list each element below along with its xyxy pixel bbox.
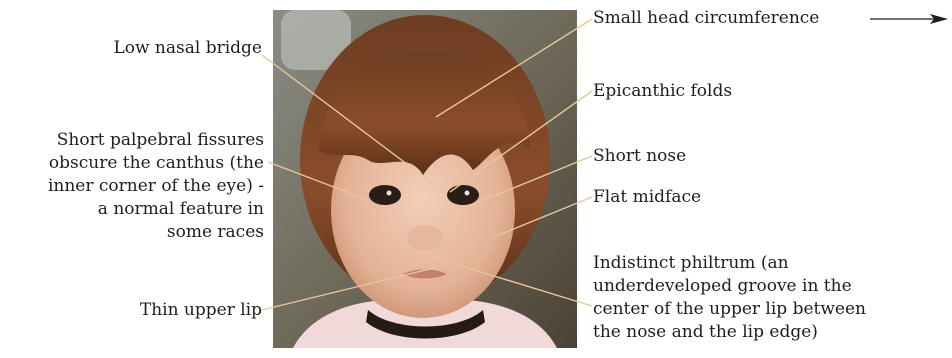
philtrum-line-3: center of the upper lip between — [593, 298, 866, 321]
label-thin-upper-lip: Thin upper lip — [140, 299, 262, 322]
right-eye-highlight — [465, 191, 470, 196]
short-palpebral-line-1: Short palpebral fissures — [48, 129, 264, 152]
philtrum-line-4: the nose and the lip edge) — [593, 321, 866, 344]
arrow-head-icon — [930, 14, 948, 24]
child-face-photo — [273, 10, 577, 348]
label-small-head-circumference: Small head circumference — [593, 7, 819, 30]
child-face-illustration — [273, 10, 577, 348]
short-palpebral-line-2: obscure the canthus (the — [48, 152, 264, 175]
short-palpebral-line-3: inner corner of the eye) - — [48, 175, 264, 198]
circumference-arrow — [870, 14, 948, 24]
label-epicanthic-folds: Epicanthic folds — [593, 80, 732, 103]
label-short-palpebral-fissures: Short palpebral fissures obscure the can… — [48, 129, 264, 244]
philtrum-line-2: underdeveloped groove in the — [593, 275, 866, 298]
nose — [407, 225, 443, 251]
label-low-nasal-bridge: Low nasal bridge — [113, 37, 262, 60]
philtrum-line-1: Indistinct philtrum (an — [593, 252, 866, 275]
label-indistinct-philtrum: Indistinct philtrum (an underdeveloped g… — [593, 252, 866, 344]
label-short-nose: Short nose — [593, 145, 686, 168]
right-eye — [447, 185, 479, 205]
label-flat-midface: Flat midface — [593, 186, 701, 209]
short-palpebral-line-5: some races — [48, 221, 264, 244]
left-eye — [369, 185, 401, 205]
left-eye-highlight — [387, 191, 392, 196]
short-palpebral-line-4: a normal feature in — [48, 198, 264, 221]
